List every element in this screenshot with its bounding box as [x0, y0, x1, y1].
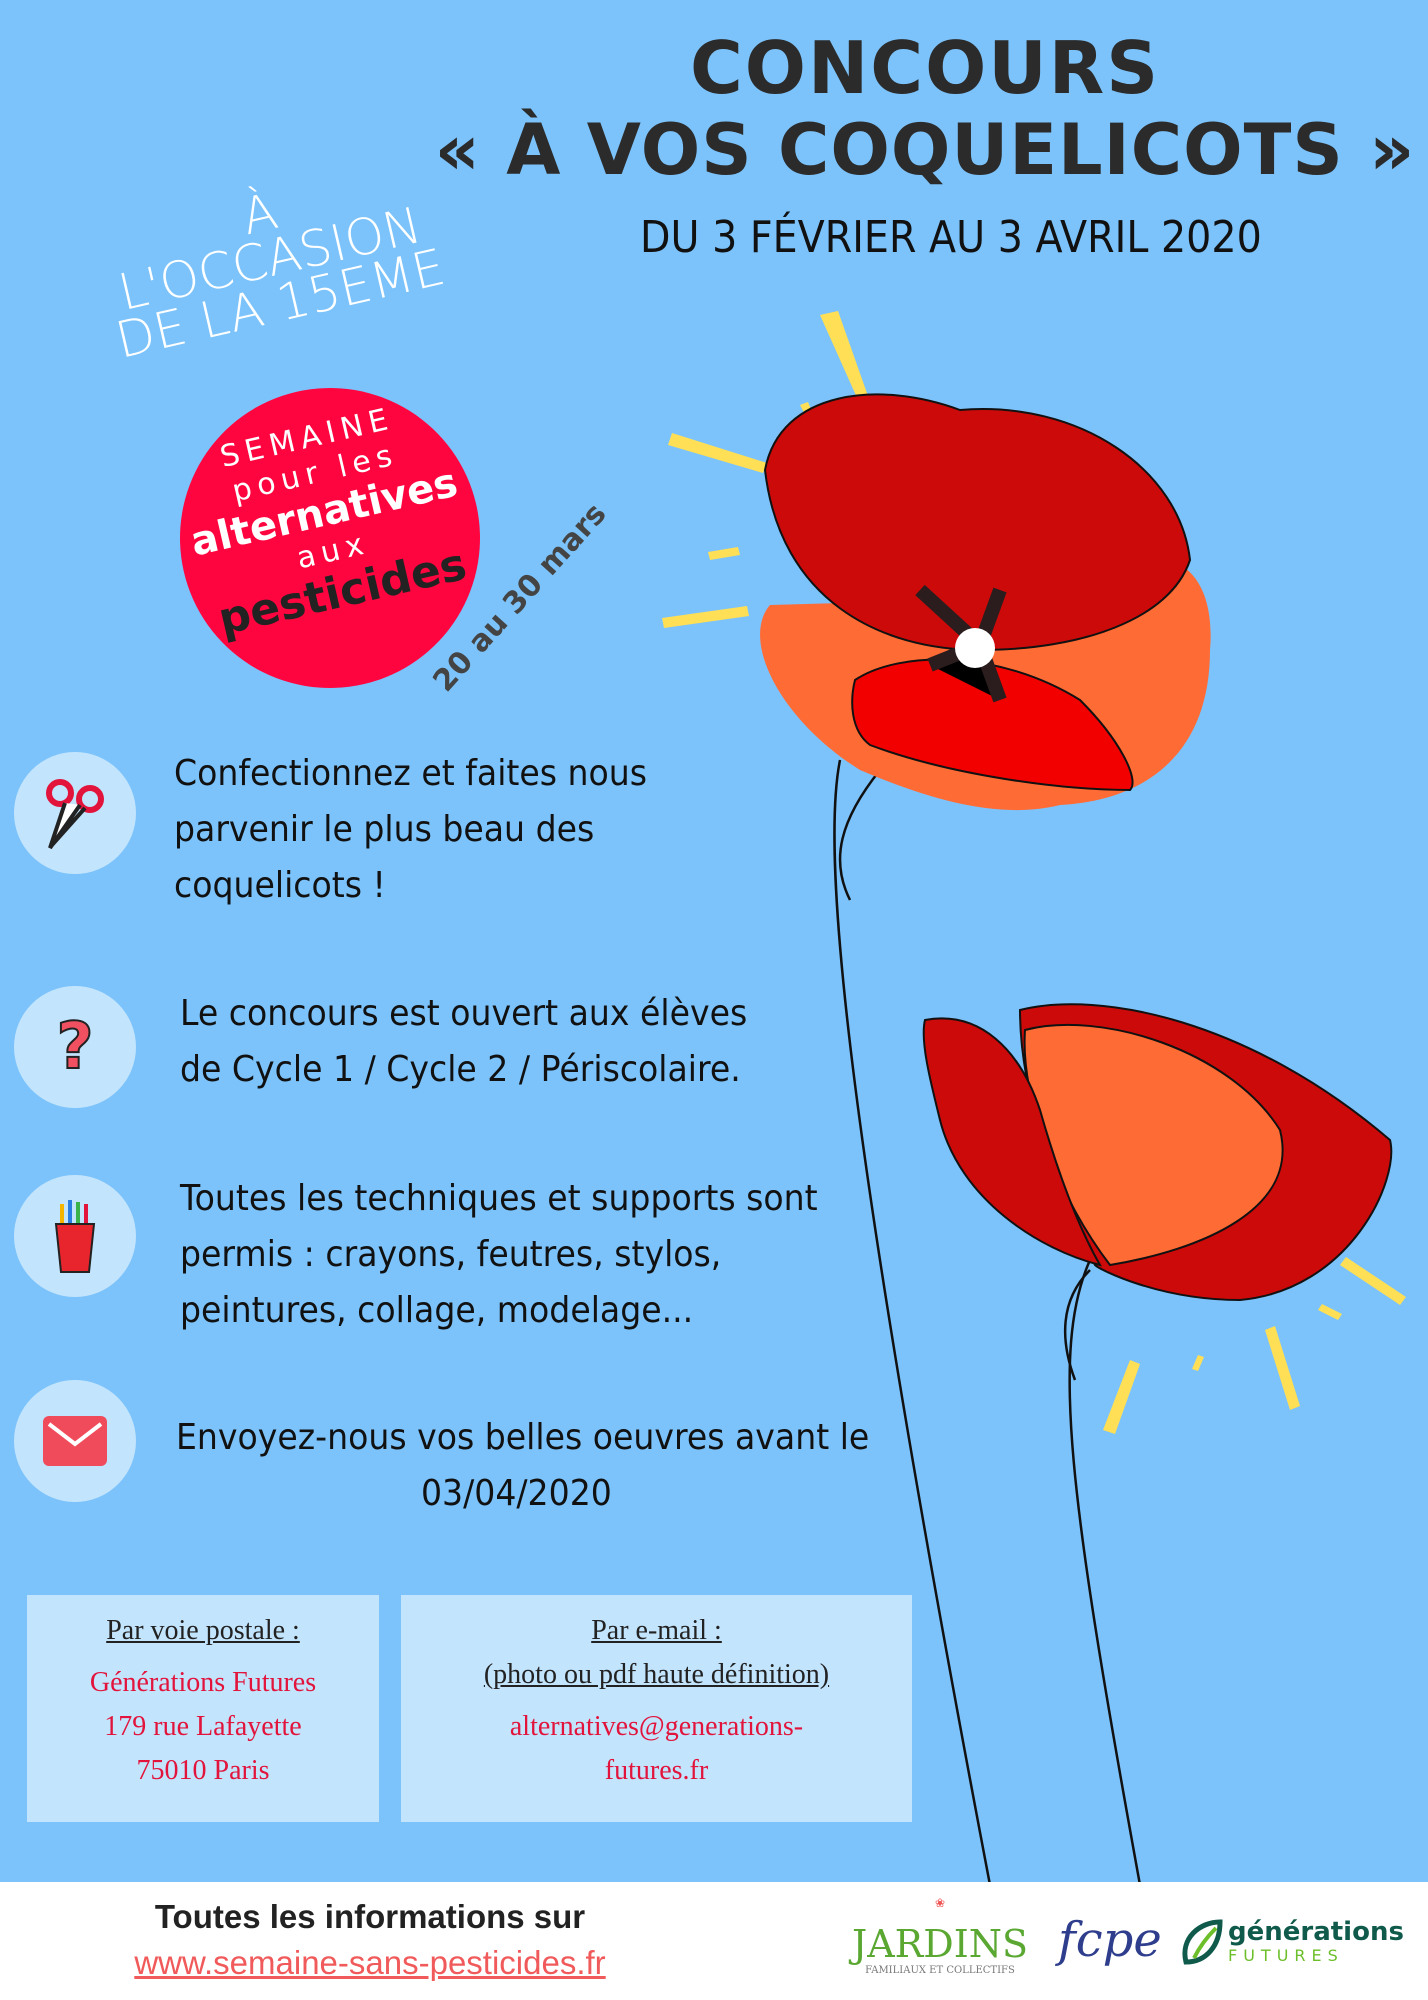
occasion-text: À L'OCCASION DE LA 15EME — [79, 151, 461, 370]
postal-box: Par voie postale : Générations Futures 1… — [27, 1595, 379, 1822]
info-item-make: Confectionnez et faites nous parvenir le … — [14, 752, 688, 914]
info-item-eligibility: ? Le concours est ouvert aux élèves de Cy… — [14, 986, 797, 1108]
postal-line: Générations Futures — [89, 1667, 317, 1698]
logo-text: FAMILIAUX ET COLLECTIFS — [865, 1965, 1015, 1976]
item-line: de Cycle 1 / Cycle 2 / Périscolaire. — [180, 1049, 741, 1090]
email-box: Par e-mail : (photo ou pdf haute définit… — [401, 1595, 912, 1822]
info-item-techniques: Toutes les techniques et supports sont pe… — [14, 1175, 873, 1339]
item-line: peintures, collage, modelage... — [180, 1290, 694, 1331]
fcpe-logo: fcpe — [1058, 1912, 1162, 1968]
footer: Toutes les informations sur www.semaine-s… — [0, 1882, 1428, 2000]
poppy-illustration — [662, 311, 1406, 1886]
item-line: parvenir le plus beau des — [174, 809, 595, 850]
item-line: Envoyez-nous vos belles oeuvres avant le — [176, 1417, 870, 1458]
leaf-icon — [1182, 1919, 1223, 1965]
envelope-icon — [14, 1380, 136, 1502]
email-subheading: (photo ou pdf haute définition) — [483, 1659, 830, 1690]
email-heading: Par e-mail : — [591, 1615, 722, 1646]
title-line2: « À VOS COQUELICOTS » — [434, 109, 1416, 191]
email-address[interactable]: alternatives@generations- — [509, 1711, 804, 1742]
scissors-icon — [14, 752, 136, 874]
item-line: Toutes les techniques et supports sont — [180, 1178, 818, 1219]
item-line: coquelicots ! — [174, 865, 386, 906]
logo-text: JARDINS — [851, 1922, 1029, 1966]
leaves-icon: ❀ — [934, 1896, 946, 1910]
email-address[interactable]: futures.fr — [604, 1755, 709, 1786]
question-icon: ? — [14, 986, 136, 1108]
info-item-send: Envoyez-nous vos belles oeuvres avant le… — [14, 1380, 916, 1522]
contest-dates: DU 3 FÉVRIER AU 3 AVRIL 2020 — [640, 212, 1262, 263]
jardins-logo: ❀ JARDINS FAMILIAUX ET COLLECTIFS — [850, 1896, 1030, 1978]
website-link[interactable]: www.semaine-sans-pesticides.fr — [134, 1944, 606, 1981]
postal-line: 179 rue Lafayette — [104, 1711, 302, 1742]
pencil-cup-icon — [14, 1175, 136, 1297]
item-line: permis : crayons, feutres, stylos, — [180, 1234, 722, 1275]
item-line: Le concours est ouvert aux élèves — [180, 993, 748, 1034]
postal-line: 75010 Paris — [136, 1755, 270, 1786]
item-line: 03/04/2020 — [420, 1473, 612, 1514]
item-line: Confectionnez et faites nous — [174, 753, 648, 794]
logo-text: FUTURES — [1228, 1946, 1344, 1965]
postal-heading: Par voie postale : — [106, 1615, 300, 1646]
footer-text: Toutes les informations sur — [154, 1898, 586, 1935]
title-line1: CONCOURS — [689, 26, 1161, 110]
logo-text: générations — [1228, 1917, 1404, 1947]
